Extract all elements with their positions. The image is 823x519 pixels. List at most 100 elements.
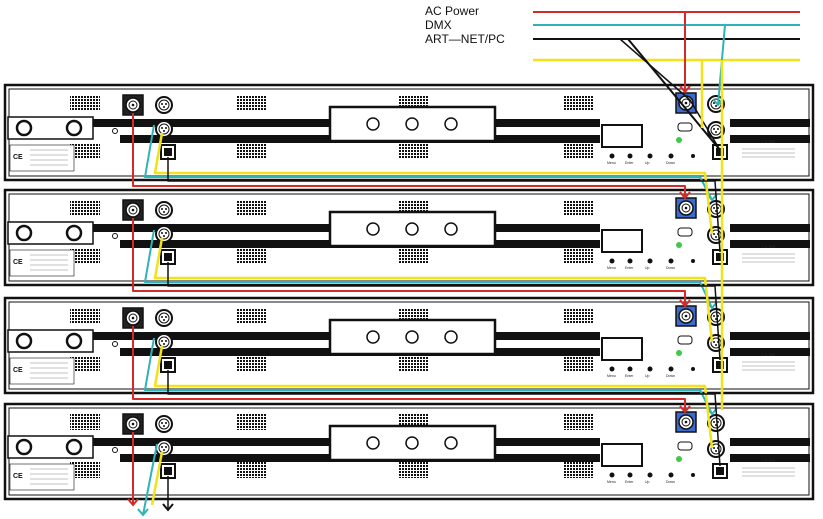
button-label-enter: Enter	[625, 374, 634, 378]
fuse-holder	[677, 335, 693, 345]
mount-rail	[730, 135, 810, 143]
button-label-up: Up	[645, 266, 650, 270]
vent-grille	[237, 248, 267, 264]
bracket-hole	[405, 436, 419, 450]
net-chain-line	[167, 370, 721, 467]
rating-label	[9, 144, 75, 172]
model-label: LX-960	[762, 352, 776, 357]
button-label-menu: Menu	[607, 161, 616, 165]
screw	[112, 341, 118, 347]
power-out-connector	[675, 411, 697, 433]
clamp-knob	[15, 119, 33, 137]
bracket-hole	[366, 330, 380, 344]
rating-label	[9, 463, 75, 491]
status-led	[676, 242, 682, 248]
indicator-dot	[691, 367, 695, 371]
vent-grille	[398, 462, 428, 478]
button-label-enter: Enter	[625, 161, 634, 165]
mount-rail	[730, 240, 810, 248]
ethernet-port	[160, 357, 176, 373]
cables-layer	[127, 12, 726, 517]
power-out-connector	[675, 197, 697, 219]
ethernet-port	[160, 144, 176, 160]
vent-grille	[563, 200, 593, 216]
button-down	[668, 153, 674, 159]
bracket-hole	[444, 436, 458, 450]
vent-grille	[398, 356, 428, 372]
vent-grille	[563, 308, 593, 324]
ce-mark: CE	[13, 473, 23, 480]
vent-grille	[563, 143, 593, 159]
dmx-out-connector	[155, 333, 173, 351]
power-out-connector	[675, 305, 697, 327]
dmx-out-connector	[155, 439, 173, 457]
button-enter	[627, 258, 633, 264]
screw	[112, 233, 118, 239]
vent-grille	[398, 248, 428, 264]
power-in-connector	[122, 307, 144, 329]
legend-label-artnet-pc: ART—NET/PC	[425, 32, 505, 46]
legend-label-ac-power: AC Power	[425, 4, 479, 18]
vent-grille	[70, 356, 100, 372]
button-down	[668, 366, 674, 372]
clamp-knob	[15, 224, 33, 242]
lcd-display	[601, 229, 643, 253]
button-enter	[627, 472, 633, 478]
vent-grille	[237, 95, 267, 111]
bracket-hole	[405, 330, 419, 344]
ethernet-port	[160, 463, 176, 479]
button-label-down: Down	[666, 480, 675, 484]
signal-chain-line	[153, 237, 714, 343]
button-label-up: Up	[645, 374, 650, 378]
ce-mark: CE	[13, 259, 23, 266]
status-led	[676, 137, 682, 143]
bracket-hole	[366, 436, 380, 450]
model-label: LX-960	[762, 458, 776, 463]
fuse-holder	[677, 122, 693, 132]
power-chain-line	[132, 218, 686, 306]
bracket-hole	[444, 330, 458, 344]
model-label: LX-960	[762, 244, 776, 249]
lcd-display	[601, 443, 643, 467]
button-label-up: Up	[645, 161, 650, 165]
fuse-holder	[677, 441, 693, 451]
mount-rail	[730, 454, 810, 462]
rating-label	[9, 357, 75, 385]
button-label-down: Down	[666, 374, 675, 378]
lcd-display	[601, 337, 643, 361]
ce-mark: CE	[13, 367, 23, 374]
vent-grille	[70, 248, 100, 264]
vent-grille	[70, 95, 100, 111]
mount-rail	[730, 438, 810, 446]
vent-grille	[237, 414, 267, 430]
bracket-hole	[444, 117, 458, 131]
mount-rail	[730, 224, 810, 232]
power-chain-line	[132, 326, 686, 412]
dmx-in-connector	[155, 96, 173, 114]
vent-grille	[70, 414, 100, 430]
indicator-dot	[691, 473, 695, 477]
dmx-in-connector-right	[707, 308, 725, 326]
button-up	[647, 153, 653, 159]
vent-grille	[70, 200, 100, 216]
indicator-dot	[691, 154, 695, 158]
power-drop-arrow	[679, 85, 691, 94]
dmx-out-connector	[155, 225, 173, 243]
button-label-down: Down	[666, 161, 675, 165]
vent-grille	[70, 308, 100, 324]
button-up	[647, 472, 653, 478]
net-drop-line-2	[619, 38, 721, 151]
button-enter	[627, 153, 633, 159]
screw	[112, 447, 118, 453]
status-led	[676, 350, 682, 356]
bracket-hole	[405, 117, 419, 131]
dmx-out-line	[142, 443, 158, 516]
vent-grille	[70, 143, 100, 159]
button-menu	[609, 153, 615, 159]
power-out-arrow	[127, 498, 139, 507]
handle-bracket	[328, 424, 497, 462]
vent-grille	[237, 200, 267, 216]
dmx-out-arrow	[137, 508, 149, 517]
